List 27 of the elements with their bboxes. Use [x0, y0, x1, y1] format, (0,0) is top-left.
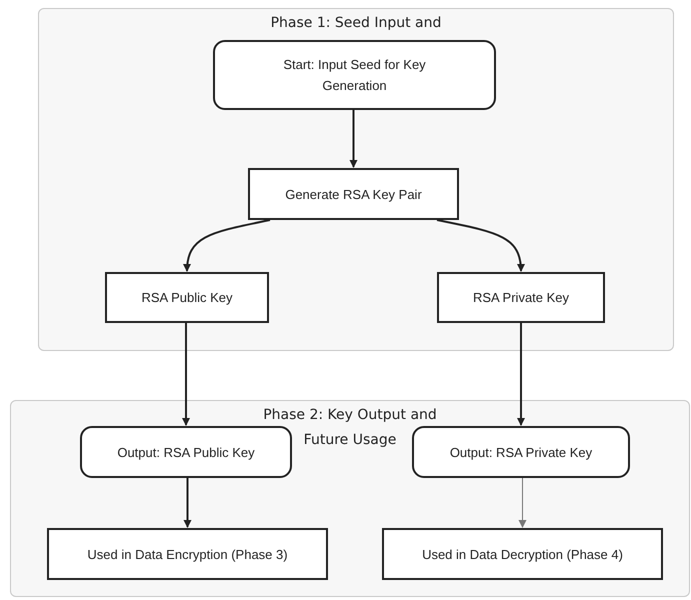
process-box [47, 528, 328, 580]
arrow [350, 110, 358, 168]
phase-group [10, 400, 690, 597]
box-label: Output: RSA Public Key [117, 444, 255, 462]
box-label: Generate RSA Key Pair [285, 186, 422, 204]
box-label: Used in Data Decryption (Phase 4) [422, 546, 623, 564]
process-box [437, 272, 605, 323]
box-label: Output: RSA Private Key [450, 444, 592, 462]
rounded-process-box [412, 426, 630, 478]
box-label: Start: Input Seed for Key Generation [282, 56, 427, 95]
box-label: RSA Private Key [472, 289, 570, 307]
group-title: Phase 1: Seed Input and [270, 14, 442, 33]
arrow [436, 219, 525, 272]
arrow [518, 478, 526, 528]
arrow [184, 478, 192, 528]
group-title: Phase 2: Key Output and Future Usage [262, 406, 438, 450]
arrow [517, 323, 525, 426]
process-box [248, 168, 459, 220]
process-box [382, 528, 663, 580]
process-box [105, 272, 269, 323]
rounded-process-box [213, 40, 496, 110]
arrow [182, 323, 190, 426]
phase-group [38, 8, 674, 351]
box-label: Used in Data Encryption (Phase 3) [87, 546, 288, 564]
box-label: RSA Public Key [141, 289, 233, 307]
arrow [183, 219, 270, 272]
rounded-process-box [80, 426, 292, 478]
